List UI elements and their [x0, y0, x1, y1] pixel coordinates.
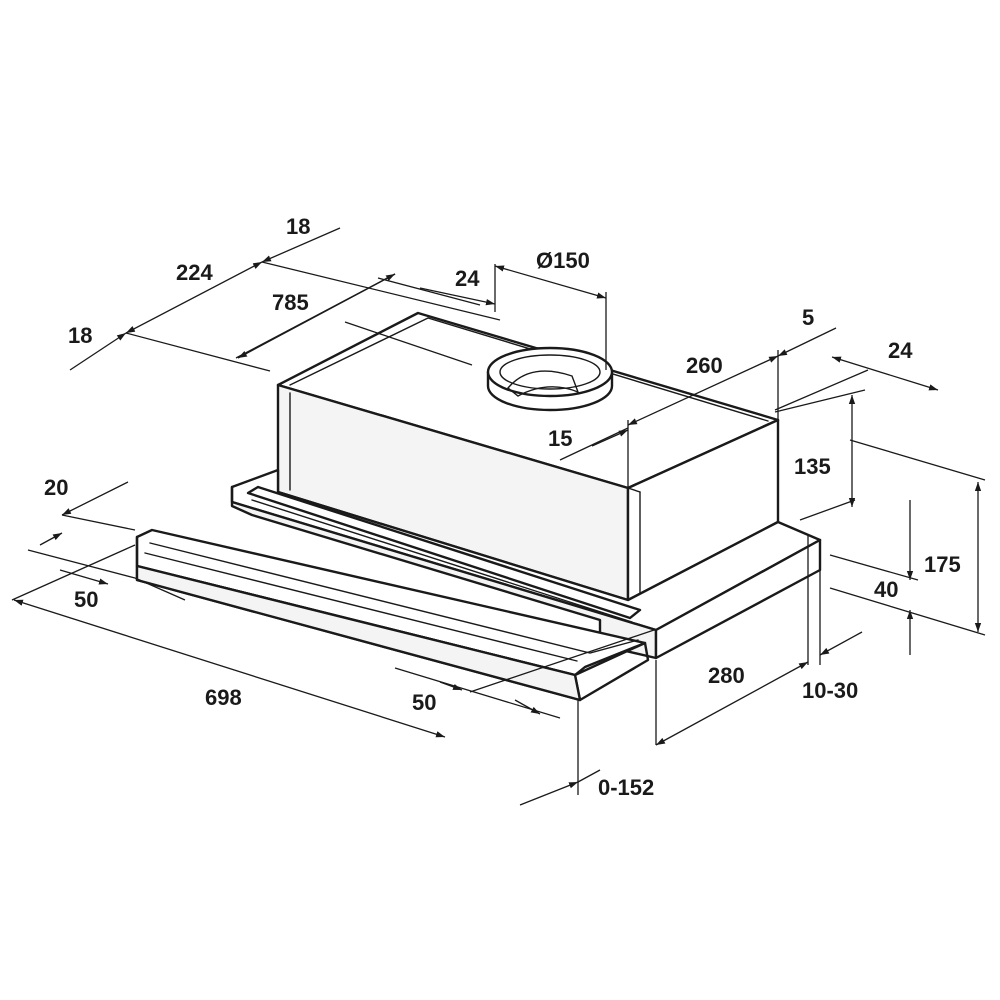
dim-arrow-5 — [777, 327, 837, 357]
label-20: 20 — [44, 475, 68, 500]
dimension-lines — [11, 227, 986, 806]
label-18-left: 18 — [68, 323, 92, 348]
dimension-labels: 18 224 785 24 Ø150 18 5 24 260 15 135 17… — [44, 214, 961, 800]
label-0-152: 0-152 — [598, 775, 654, 800]
label-280: 280 — [708, 663, 745, 688]
label-224: 224 — [176, 260, 213, 285]
label-24-right: 24 — [888, 338, 913, 363]
dim-arrow-785 — [237, 273, 396, 359]
dim-arrow-24-top — [419, 287, 496, 306]
duct-collar — [486, 346, 614, 412]
dim-arrow-18-top — [261, 227, 341, 263]
label-10-30: 10-30 — [802, 678, 858, 703]
dim-arrow-280 — [655, 661, 809, 746]
label-175: 175 — [924, 552, 961, 577]
dim-arrow-0-152 — [519, 781, 579, 806]
label-698: 698 — [205, 685, 242, 710]
dim-arrow-150 — [494, 265, 607, 299]
dim-arrow-224 — [125, 261, 263, 334]
dim-arrow-15 — [591, 429, 629, 447]
label-50-bottom: 50 — [412, 690, 436, 715]
label-785: 785 — [272, 290, 309, 315]
dim-arrow-24-right — [831, 356, 939, 391]
dim-arrow-260 — [627, 355, 779, 426]
label-5: 5 — [802, 305, 814, 330]
label-18-top: 18 — [286, 214, 310, 239]
label-40: 40 — [874, 577, 898, 602]
label-15: 15 — [548, 426, 572, 451]
dim-arrow-698 — [13, 599, 446, 738]
dim-arrow-10-30 — [819, 631, 863, 656]
dim-arrow-50-left — [134, 577, 186, 601]
dim-arrow-50-bottom — [439, 681, 463, 691]
hood-body — [135, 311, 822, 702]
label-135: 135 — [794, 454, 831, 479]
slide-rail — [246, 485, 642, 620]
label-24-top: 24 — [455, 266, 480, 291]
label-260: 260 — [686, 353, 723, 378]
label-50-left: 50 — [74, 587, 98, 612]
label-150: Ø150 — [536, 248, 590, 273]
dim-arrow-20 — [61, 481, 129, 516]
dim-arrow-18-left — [69, 332, 127, 371]
